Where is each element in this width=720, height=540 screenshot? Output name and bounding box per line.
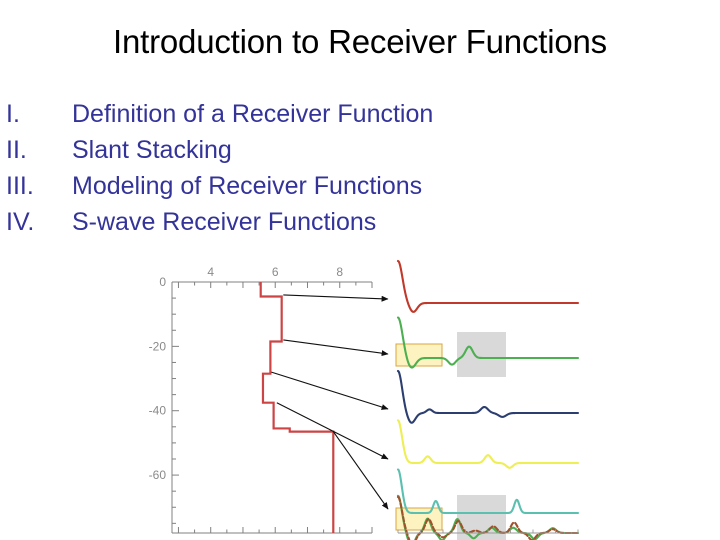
- list-item: II. Slant Stacking: [6, 132, 706, 168]
- velocity-x-tick-label: 4: [207, 265, 214, 279]
- list-item-numeral: IV.: [6, 208, 35, 236]
- arrow-to-trace-4: [276, 402, 389, 460]
- list-item-label: Modeling of Receiver Functions: [72, 172, 423, 200]
- velocity-x-tick-label: 6: [272, 265, 279, 279]
- figure-svg: 4 6 8 0 -20 -40 -60: [149, 259, 580, 540]
- list-item-numeral: II.: [6, 136, 27, 164]
- waveform-trace-1: [396, 259, 580, 313]
- yellow-box-trace-2: [395, 343, 443, 367]
- velocity-axes: [171, 281, 373, 534]
- waveform-traces: [396, 259, 580, 540]
- velocity-x-tick-label: 8: [336, 265, 343, 279]
- grey-box-trace-2: [457, 332, 506, 377]
- velocity-y-tick-label: -60: [149, 468, 167, 482]
- waveform-time-axis: [397, 529, 579, 534]
- velocity-y-tick-label: 0: [159, 275, 166, 289]
- waveform-trace-3: [396, 369, 580, 424]
- velocity-x-tick-labels: 4 6 8: [207, 265, 343, 279]
- list-item: III. Modeling of Receiver Functions: [6, 168, 706, 204]
- arrow-to-trace-1: [283, 294, 389, 302]
- list-item: IV. S-wave Receiver Functions: [6, 204, 706, 240]
- list-item-numeral: III.: [6, 172, 34, 200]
- list-item-label: Slant Stacking: [72, 136, 232, 164]
- velocity-y-tick-label: -40: [149, 404, 167, 418]
- arrow-to-trace-5: [332, 431, 389, 510]
- list-item: I. Definition of a Receiver Function: [6, 96, 706, 132]
- waveform-trace-5: [396, 468, 580, 515]
- page-title: Introduction to Receiver Functions: [113, 23, 607, 60]
- receiver-function-figure: 4 6 8 0 -20 -40 -60: [140, 258, 600, 540]
- velocity-y-tick-label: -20: [149, 339, 167, 353]
- annotation-arrows: [271, 294, 389, 510]
- velocity-profile-line: [259, 282, 335, 533]
- velocity-y-tick-labels: 0 -20 -40 -60: [149, 275, 167, 482]
- arrow-to-trace-3: [271, 371, 389, 410]
- arrow-to-trace-2: [283, 339, 389, 357]
- waveform-trace-4: [396, 419, 580, 469]
- waveform-trace-2: [396, 316, 580, 369]
- list-item-label: S-wave Receiver Functions: [72, 208, 377, 236]
- list-item-label: Definition of a Receiver Function: [72, 100, 434, 128]
- list-item-numeral: I.: [6, 100, 20, 128]
- outline-list: I. Definition of a Receiver Function II. S…: [6, 96, 706, 240]
